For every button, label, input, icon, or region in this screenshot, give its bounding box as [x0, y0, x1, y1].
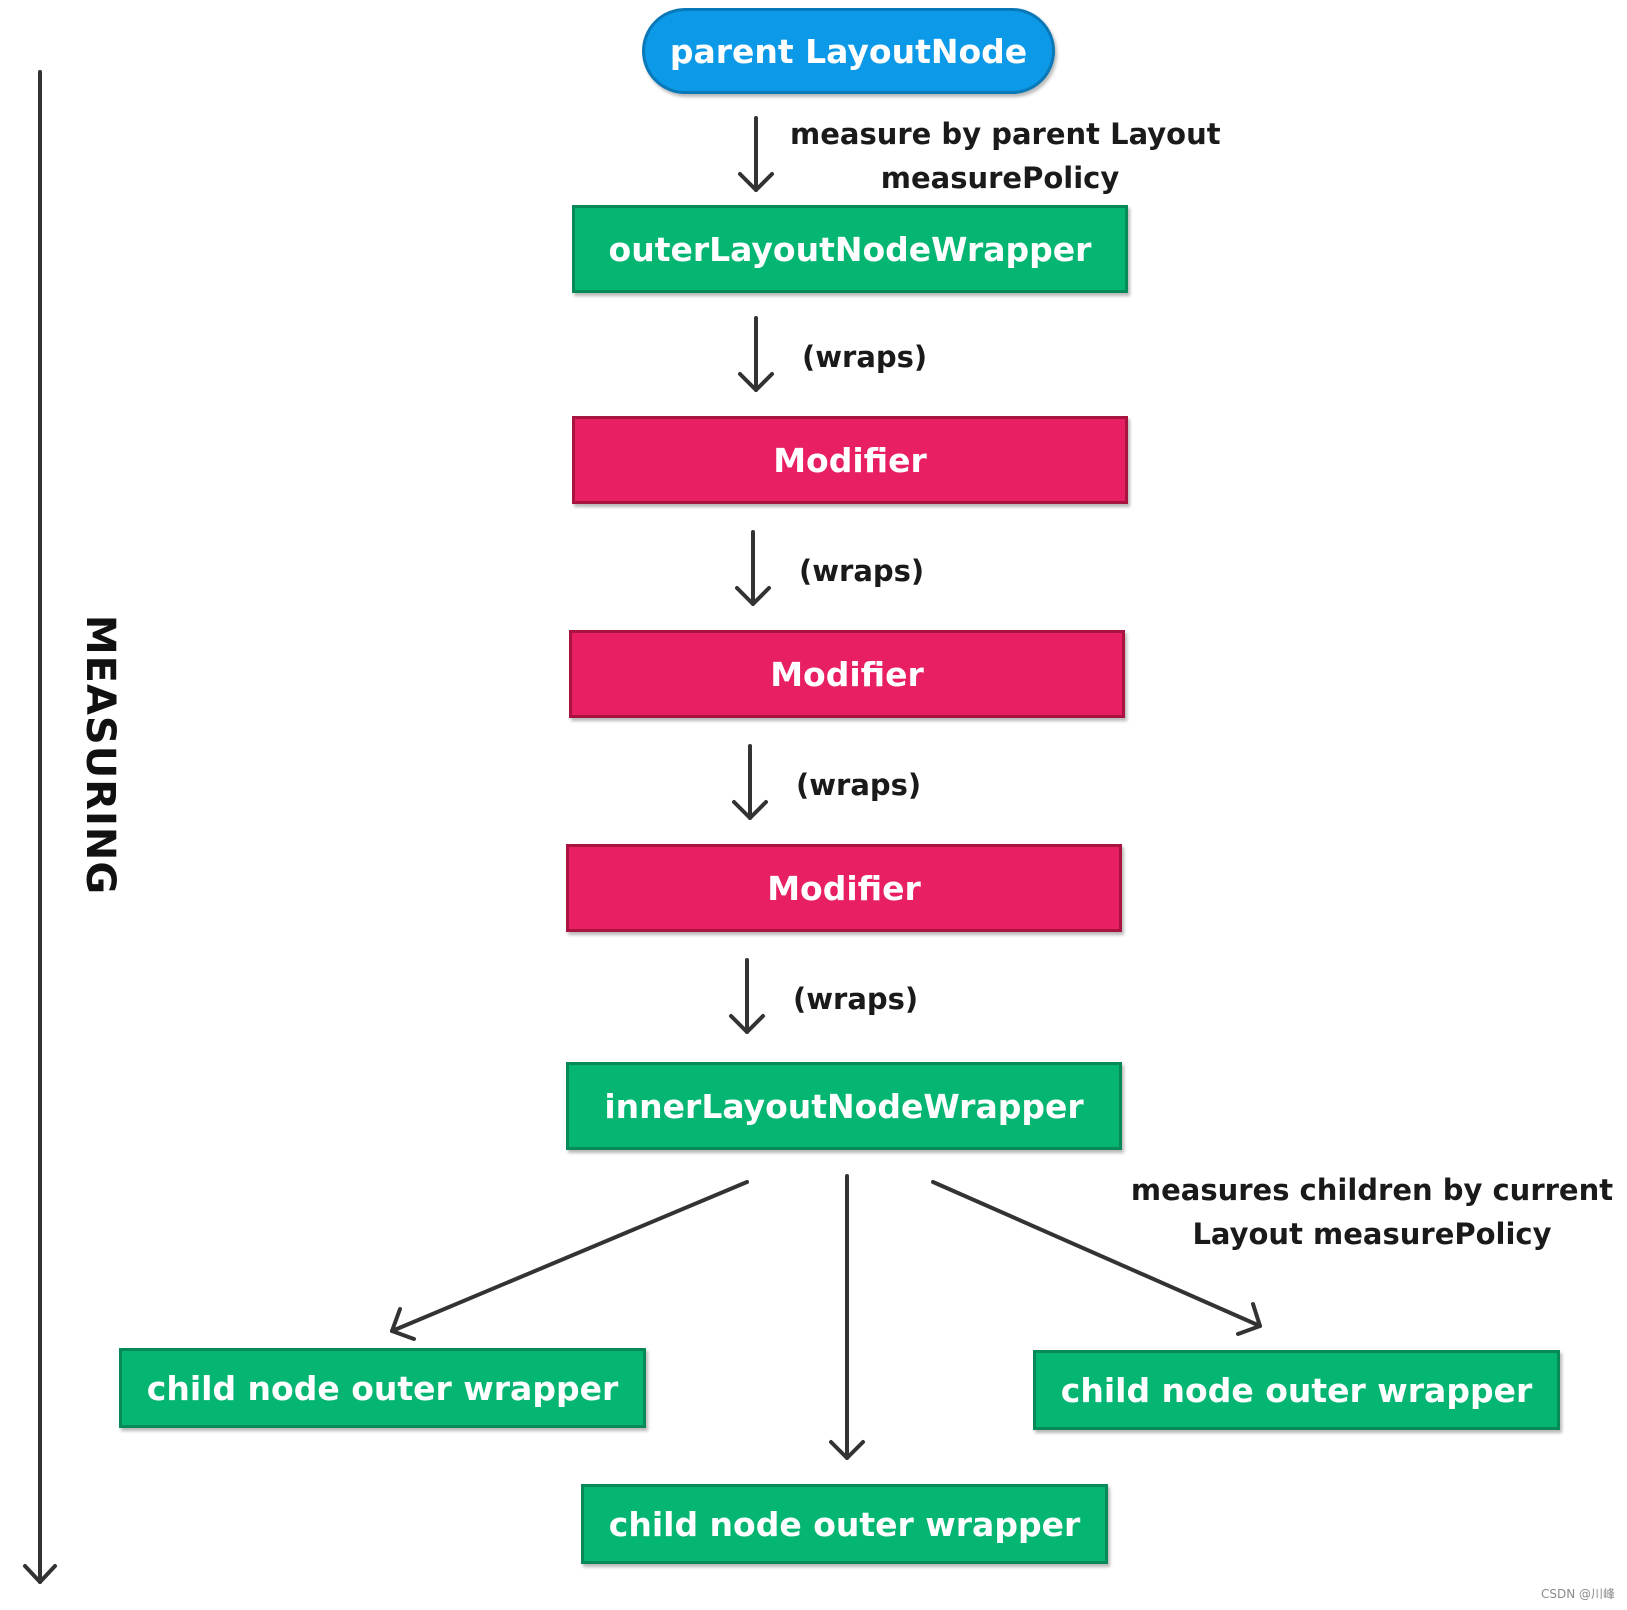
modifier-box-3: Modifier	[566, 844, 1122, 932]
arrowhead-inner-to-child-right	[1236, 1302, 1262, 1336]
child-node-outer-wrapper-middle: child node outer wrapper	[581, 1484, 1108, 1564]
measuring-axis-arrowhead	[23, 1564, 57, 1584]
arrowhead-modifier-3-to-inner	[729, 1014, 765, 1034]
arrowhead-parent-to-outer	[738, 172, 774, 192]
measuring-label: MEASURING	[77, 614, 123, 896]
arrowhead-modifier-2-to-modifier-3	[732, 800, 768, 820]
arrowhead-modifier-1-to-modifier-2	[735, 586, 771, 606]
arrowhead-outer-to-modifier-1	[738, 372, 774, 392]
measures-children-line-2: Layout measurePolicy	[1192, 1217, 1552, 1251]
arrowhead-inner-to-child-middle	[829, 1440, 865, 1460]
wraps-label-4: (wraps)	[793, 982, 919, 1016]
parent-layout-node: parent LayoutNode	[642, 8, 1055, 94]
arrowhead-inner-to-child-left	[390, 1307, 416, 1341]
wraps-label-3: (wraps)	[796, 768, 922, 802]
wraps-label-1: (wraps)	[802, 340, 928, 374]
arrow-inner-to-child-left	[390, 1180, 749, 1333]
modifier-box-2: Modifier	[569, 630, 1125, 718]
watermark: CSDN @川峰	[1540, 1587, 1615, 1601]
child-node-outer-wrapper-left: child node outer wrapper	[119, 1348, 646, 1428]
wraps-label-2: (wraps)	[799, 554, 925, 588]
measures-children-label: measures children by current Layout meas…	[1122, 1168, 1622, 1256]
modifier-box-1: Modifier	[572, 416, 1128, 504]
outer-layout-node-wrapper: outerLayoutNodeWrapper	[572, 205, 1128, 293]
measure-by-parent-line-2: measurePolicy	[880, 161, 1120, 195]
measures-children-line-1: measures children by current	[1130, 1173, 1614, 1207]
arrow-inner-to-child-right	[931, 1180, 1262, 1328]
measure-by-parent-line-1: measure by parent Layout	[790, 117, 1221, 151]
inner-layout-node-wrapper: innerLayoutNodeWrapper	[566, 1062, 1122, 1150]
child-node-outer-wrapper-right: child node outer wrapper	[1033, 1350, 1560, 1430]
measure-by-parent-label: measure by parent Layout measurePolicy	[790, 112, 1221, 200]
